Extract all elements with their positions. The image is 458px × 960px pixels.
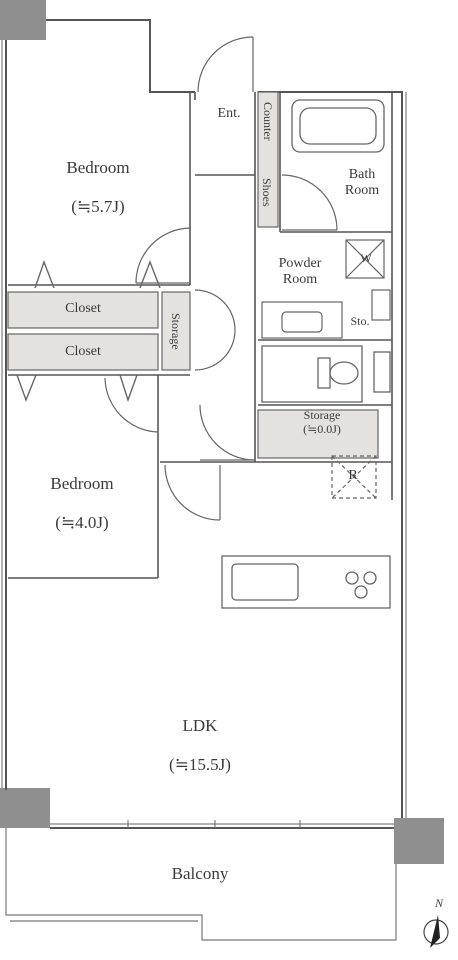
shoes-label: Shoes bbox=[259, 177, 274, 207]
closet-1-label: Closet bbox=[65, 301, 101, 316]
balcony-label: Balcony bbox=[171, 864, 229, 883]
compass-icon bbox=[423, 915, 449, 948]
ldk-size: (≒15.5J) bbox=[169, 754, 231, 774]
storage-fills bbox=[7, 91, 379, 459]
counter-label: Counter bbox=[260, 101, 275, 141]
ldk-label: LDK (≒15.5J) bbox=[140, 696, 260, 774]
outer-walls bbox=[5, 19, 403, 829]
ldk-name: LDK bbox=[182, 715, 218, 735]
column-bottom-right bbox=[394, 818, 444, 864]
sto-label: Sto. bbox=[350, 314, 370, 328]
closet-2-label: Closet bbox=[65, 344, 101, 359]
storage-vertical-label: Storage bbox=[168, 312, 183, 350]
washer-label: W bbox=[360, 251, 372, 265]
column-top-left bbox=[0, 0, 46, 40]
doors bbox=[104, 36, 338, 521]
toilet bbox=[261, 345, 391, 403]
kitchen-counter bbox=[221, 555, 391, 609]
bedroom-1-name: Bedroom bbox=[66, 157, 130, 177]
bedroom-1-label: Bedroom (≒5.7J) bbox=[38, 138, 158, 216]
washer bbox=[345, 239, 385, 279]
compass-north-label: N bbox=[434, 896, 443, 910]
interior-walls bbox=[8, 92, 393, 579]
refrigerator-label: R bbox=[348, 468, 358, 483]
column-bottom-left bbox=[0, 788, 50, 828]
bedroom-2-name: Bedroom bbox=[50, 473, 114, 493]
powder-room-label: Powder Room bbox=[278, 256, 322, 288]
bedroom-2-size: (≒4.0J) bbox=[55, 512, 109, 532]
bedroom-1-size: (≒5.7J) bbox=[71, 196, 125, 216]
closet-door-marks bbox=[16, 259, 161, 403]
refrigerator-space bbox=[331, 455, 377, 499]
entrance-label: Ent. bbox=[217, 106, 241, 121]
balcony-outline bbox=[5, 828, 397, 941]
vanity bbox=[261, 289, 391, 339]
bath-room-label: Bath Room bbox=[344, 167, 380, 199]
bathtub bbox=[291, 99, 385, 153]
windows bbox=[1, 40, 407, 828]
storage-small-label: Storage (≒0.0J) bbox=[303, 408, 341, 436]
bedroom-2-label: Bedroom (≒4.0J) bbox=[22, 454, 142, 532]
